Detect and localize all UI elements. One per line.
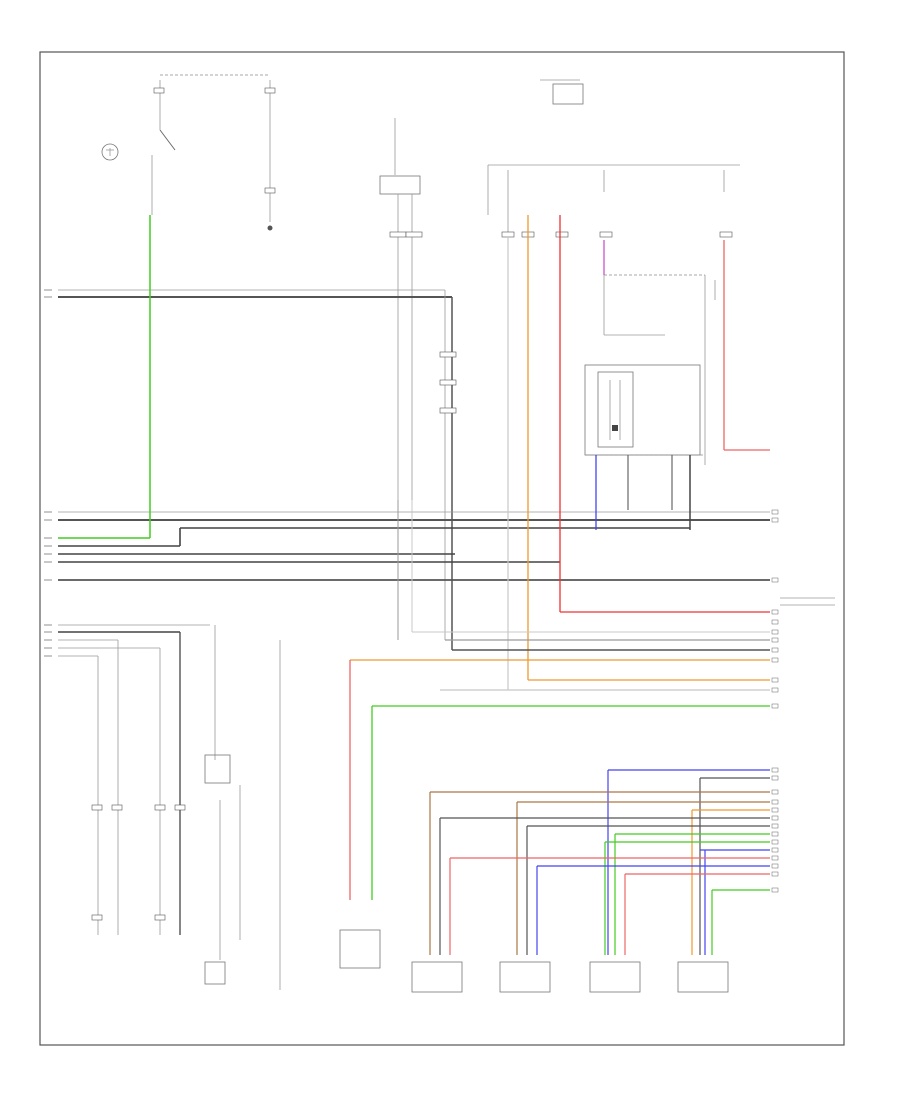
left-lower-components (58, 624, 281, 990)
bottom-module-2 (499, 961, 551, 993)
connector-pin (771, 609, 779, 615)
connector-pin (771, 815, 779, 821)
connector-pin (771, 863, 779, 869)
connector-pin (771, 855, 779, 861)
switch-contact-icon (159, 129, 176, 151)
compressor-relay-module (584, 274, 716, 465)
diagram-frame (39, 51, 845, 1046)
connector-pin (771, 619, 779, 625)
connector-pin (771, 637, 779, 643)
connector-pin (771, 839, 779, 845)
connector-pin (771, 657, 779, 663)
bottom-module-4 (677, 961, 729, 993)
connector-pin (771, 687, 779, 693)
connector-pin (771, 509, 779, 515)
connector-pin (771, 887, 779, 893)
connector-pin (771, 677, 779, 683)
connector-pin (771, 871, 779, 877)
center-bottom-module (339, 929, 381, 969)
fuse-blocks (487, 79, 740, 238)
top-center-relay (379, 118, 423, 500)
connector-pin (771, 799, 779, 805)
connector-pin (771, 823, 779, 829)
connector-pin (771, 629, 779, 635)
left-bus (58, 289, 457, 650)
connector-pin (771, 517, 779, 523)
connector-pin (771, 789, 779, 795)
connector-pin (771, 807, 779, 813)
connector-pin (771, 703, 779, 709)
bottom-module-3 (589, 961, 641, 993)
ambient-sensor-icon (101, 143, 119, 161)
center-module-feeds (339, 659, 770, 969)
bottom-modules (411, 961, 729, 993)
top-left-components (101, 74, 276, 231)
connector-pin (771, 577, 779, 583)
mid-bus (58, 215, 835, 606)
connector-pin (771, 775, 779, 781)
bottom-module-1 (411, 961, 463, 993)
connector-pin (771, 847, 779, 853)
connector-pin (771, 767, 779, 773)
connector-pin (771, 647, 779, 653)
left-edge-pins (44, 289, 52, 657)
connector-pin (771, 831, 779, 837)
relay-box (379, 175, 421, 195)
relay-coil-icon (612, 425, 618, 431)
ground-icon (267, 225, 273, 231)
bottom-harness (429, 769, 770, 955)
right-vertical-feeds (397, 215, 770, 691)
right-connector (771, 509, 779, 893)
